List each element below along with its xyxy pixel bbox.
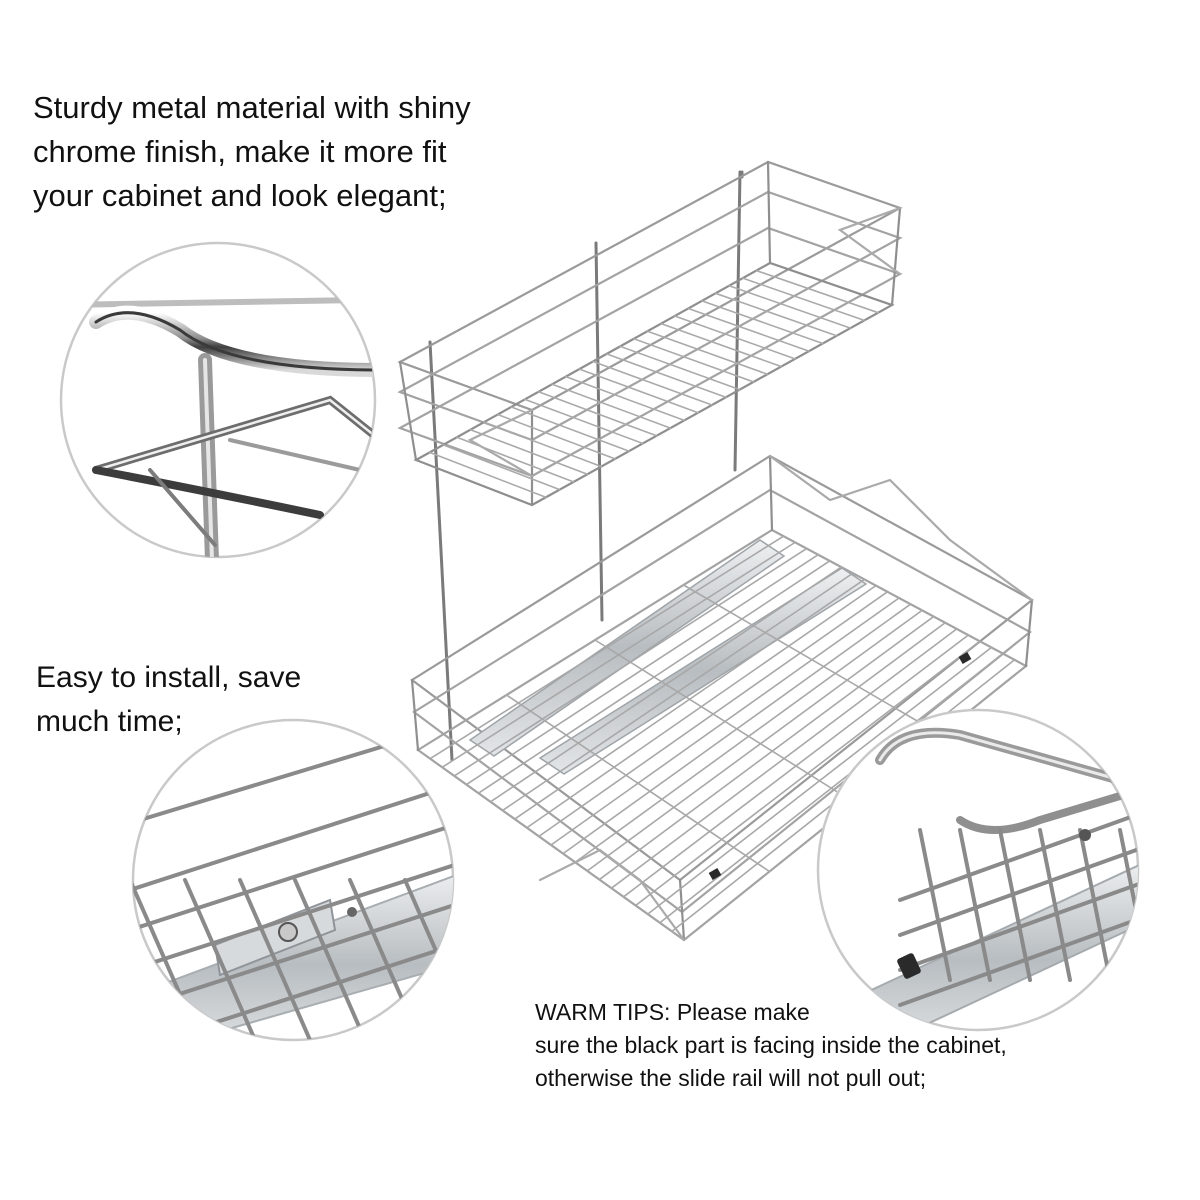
material-caption: Sturdy metal material with shiny chrome …	[33, 86, 471, 218]
upper-floor-wire	[524, 398, 644, 445]
zoom-grid-wire	[898, 878, 1138, 972]
zoom-grid-wire	[133, 818, 453, 932]
upper-floor-wire	[537, 391, 658, 437]
upper-floor-wire	[701, 300, 824, 345]
zoom-grid-wire	[293, 878, 367, 1040]
zoom-grid-wire	[238, 878, 312, 1040]
zoom-grid-wire	[958, 828, 992, 982]
install-caption-line-2: much time;	[36, 705, 183, 738]
zoom-grid-wire	[133, 778, 453, 892]
zoom-grid-wire	[1038, 828, 1072, 982]
zoom-grid-wire	[133, 858, 453, 972]
upper-floor-wire	[564, 375, 686, 422]
upper-floor-wire	[646, 330, 769, 376]
upper-floor-wire	[496, 413, 616, 460]
upper-floor-wire	[456, 436, 575, 483]
upper-floor-wire	[755, 269, 879, 314]
upper-floor-wire	[741, 277, 866, 322]
upper-floor-wire	[619, 345, 741, 391]
upper-floor-wire	[483, 421, 603, 468]
lower-floor-rod	[682, 584, 942, 736]
upper-floor-wire	[578, 368, 699, 414]
zoom-grid-wire	[998, 828, 1032, 982]
lower-floor-rod	[505, 694, 771, 873]
material-caption-line-3: your cabinet and look elegant;	[33, 178, 447, 213]
wire-rack	[397, 160, 1034, 942]
warm-tips-line-1: WARM TIPS: Please make	[535, 999, 810, 1025]
upper-floor-wire	[660, 322, 783, 368]
install-caption-line-1: Easy to install, save	[36, 661, 302, 694]
upper-floor-wire	[592, 360, 713, 406]
upper-floor-wire	[687, 307, 810, 352]
zoom-grid-wire	[460, 880, 530, 1040]
zoom-grid-wire	[898, 913, 1138, 1007]
zoom-circle-clip-detail	[816, 708, 1140, 1032]
warm-tips-line-3: otherwise the slide rail will not pull o…	[535, 1065, 927, 1091]
zoom-circle-wire-detail	[59, 241, 377, 559]
upper-floor-wire	[673, 315, 796, 360]
upper-floor-wire	[428, 451, 547, 499]
upper-floor-wire	[551, 383, 672, 429]
install-caption: Easy to install, save much time;	[36, 656, 301, 744]
upper-floor-wire	[442, 444, 561, 491]
upper-floor-wire	[605, 353, 727, 399]
zoom-grid-wire	[133, 898, 453, 1012]
material-caption-line-1: Sturdy metal material with shiny	[33, 90, 471, 125]
upper-floor-wire	[510, 406, 630, 452]
material-caption-line-2: chrome finish, make it more fit	[33, 134, 447, 169]
lower-floor-rod	[594, 639, 856, 804]
warm-tips-caption: WARM TIPS: Please make sure the black pa…	[535, 996, 1007, 1095]
upper-floor-wire	[633, 337, 755, 383]
zoom-grid-wire	[898, 843, 1138, 937]
upper-basket	[397, 160, 903, 507]
lower-basket	[410, 454, 1034, 942]
zoom-circle-rail-detail	[131, 718, 585, 1042]
zoom-grid-wire	[898, 808, 1138, 902]
upper-floor-wire	[714, 292, 838, 337]
zoom-grid-wire	[515, 880, 585, 1040]
upper-floor-wire	[728, 284, 852, 329]
warm-tips-line-2: sure the black part is facing inside the…	[535, 1032, 1007, 1058]
zoom-grid-wire	[1078, 828, 1112, 982]
upper-floor-wire	[469, 428, 589, 476]
